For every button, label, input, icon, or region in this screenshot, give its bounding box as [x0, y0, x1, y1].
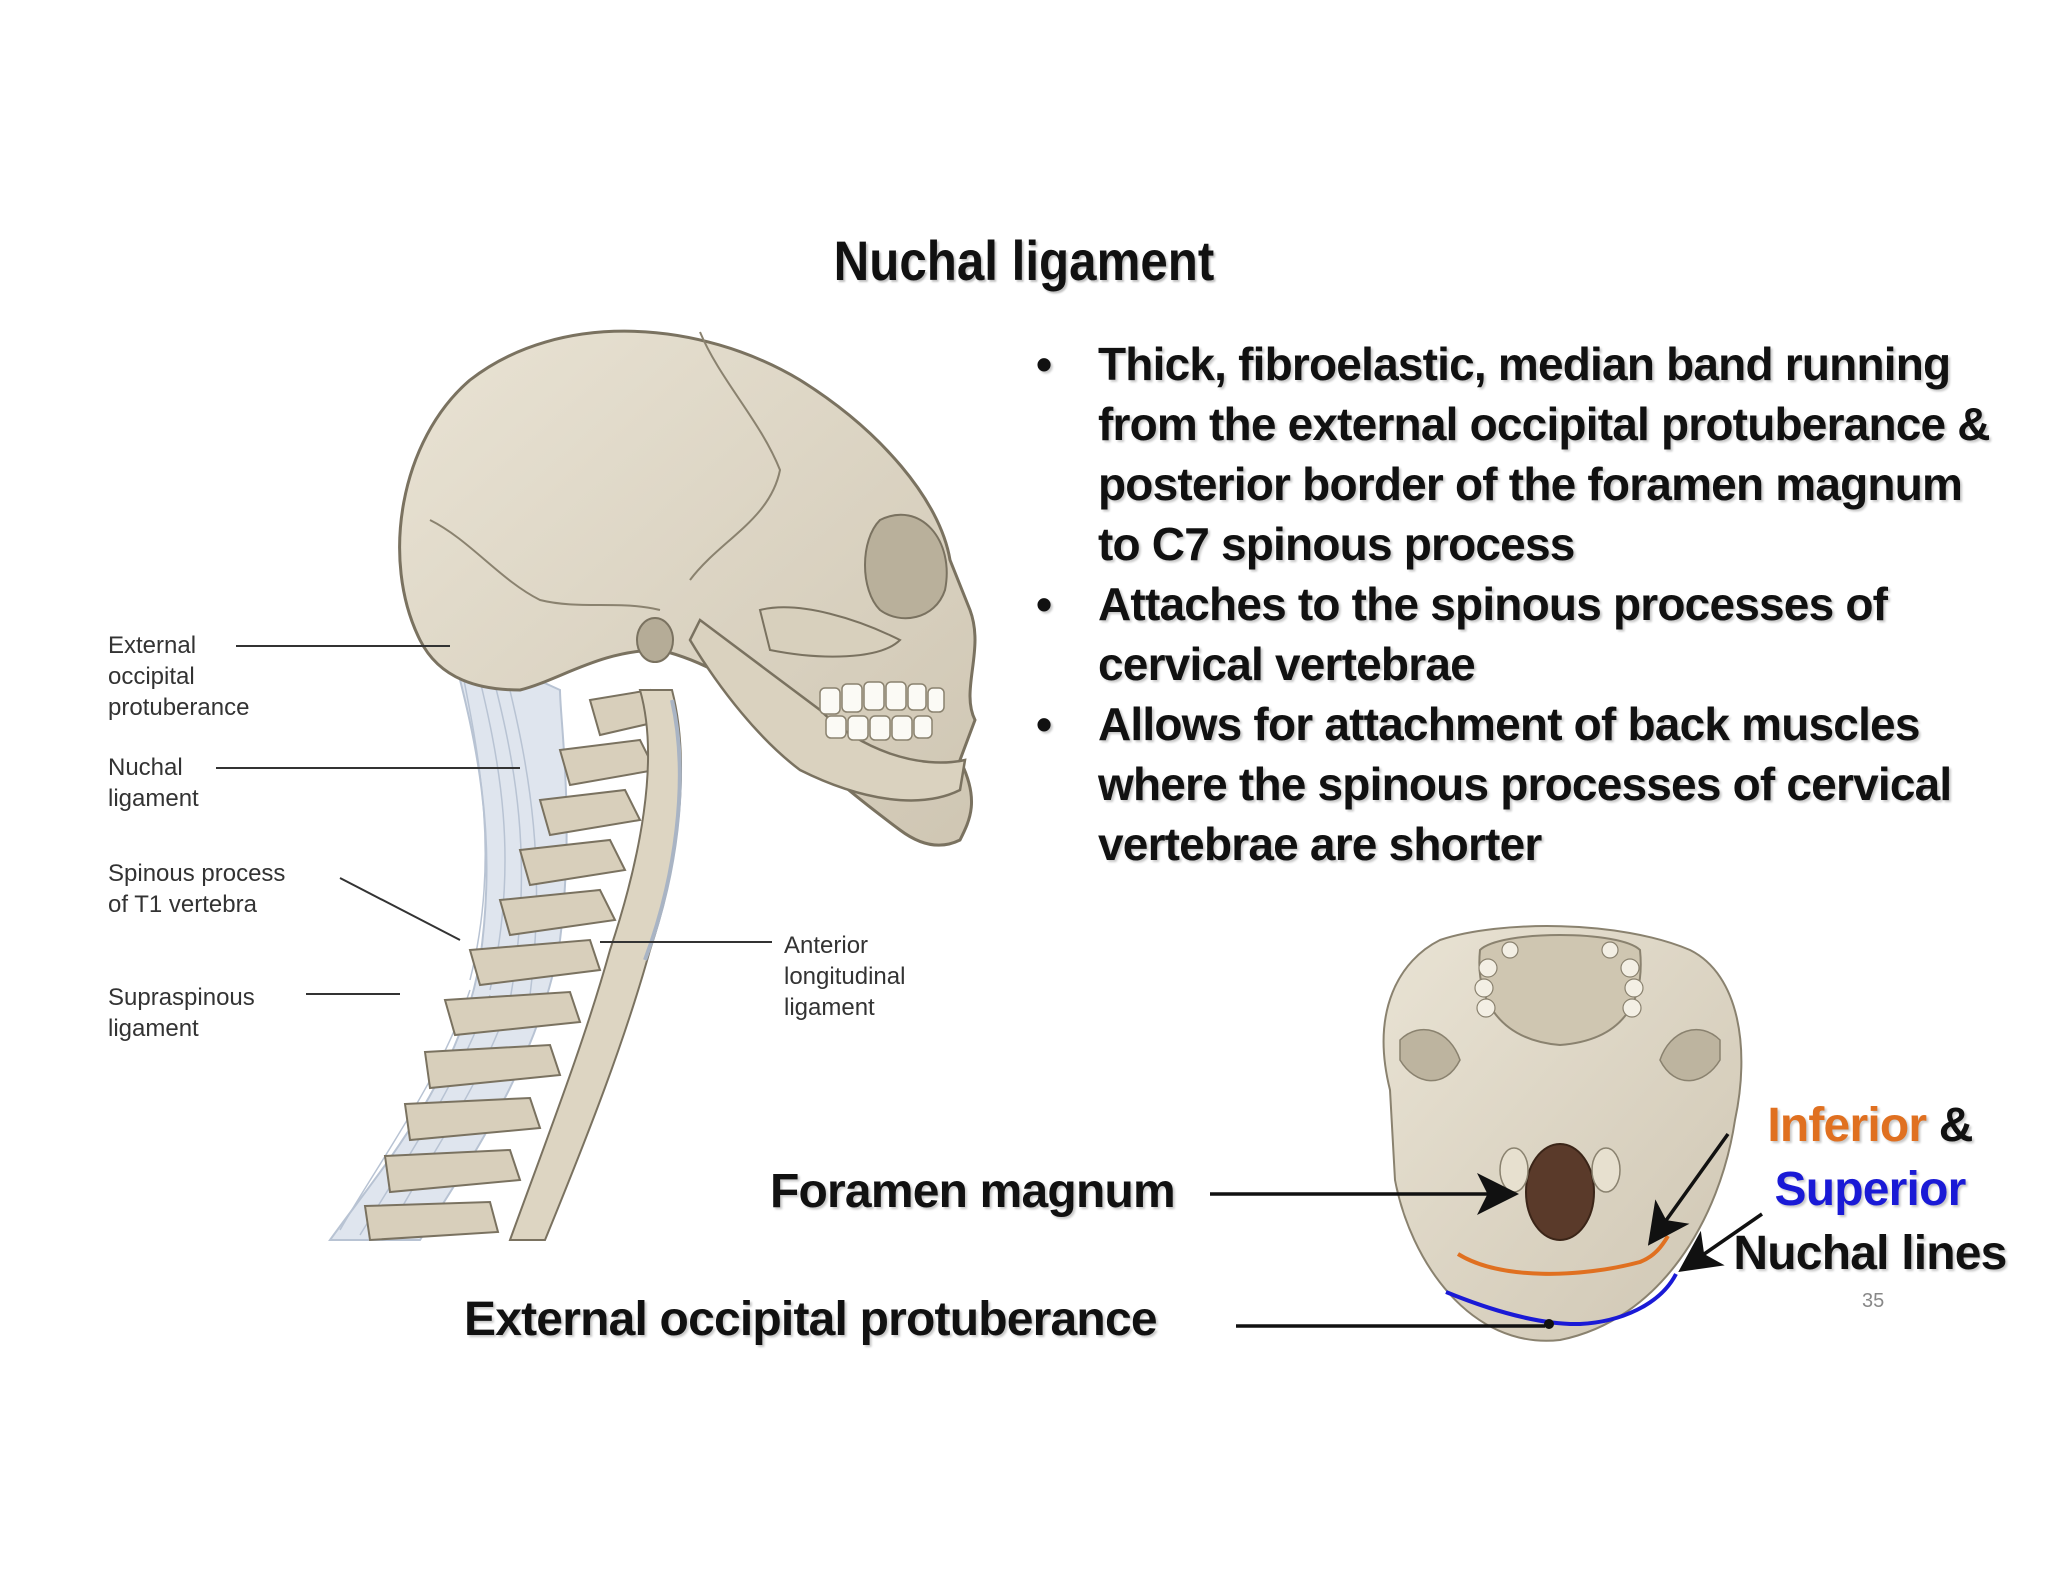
bullet-text: Thick, fibroelastic, median band running…: [1098, 338, 1991, 570]
ampersand: &: [1926, 1099, 1974, 1152]
bullet-item: • Allows for attachment of back muscles …: [1036, 694, 1996, 874]
bullet-list: • Thick, fibroelastic, median band runni…: [1036, 334, 1996, 874]
page-number: 35: [1862, 1290, 1885, 1312]
inferior-nuchal-line: [1456, 1234, 1670, 1276]
label-anterior-longitudinal-ligament: Anterior longitudinal ligament: [784, 932, 906, 1021]
inferior-word: Inferior: [1767, 1099, 1927, 1152]
nuchal-lines-row-1: Inferior &: [1700, 1094, 2040, 1158]
bullet-dot: •: [1036, 578, 1052, 630]
bullet-text: Attaches to the spinous processes of cer…: [1098, 578, 1888, 690]
label-external-occipital-protuberance: External occipital protuberance: [108, 632, 250, 721]
eop-point: [1544, 1319, 1554, 1329]
nuchal-lines-word: Nuchal lines: [1733, 1227, 2007, 1280]
superior-nuchal-line: [1445, 1273, 1678, 1327]
bullet-item: • Attaches to the spinous processes of c…: [1036, 574, 1996, 694]
lateral-figure-leader-lines: [216, 645, 772, 995]
lateral-skull-illustration: [328, 329, 977, 1242]
bullet-dot: •: [1036, 338, 1052, 390]
bullet-text: Allows for attachment of back muscles wh…: [1098, 698, 1952, 870]
nuchal-lines-label: Inferior & Superior Nuchal lines: [1700, 1094, 2040, 1286]
skull-base-arrows: [1210, 1132, 1763, 1328]
skull-base-illustration: [1382, 925, 1743, 1342]
slide-title: Nuchal ligament: [833, 229, 1215, 292]
label-spinous-process-t1: Spinous process of T1 vertebra: [108, 860, 286, 918]
bullet-item: • Thick, fibroelastic, median band runni…: [1036, 334, 1996, 574]
superior-word: Superior: [1774, 1163, 1967, 1216]
label-external-occipital-protuberance-bottom: External occipital protuberance: [464, 1293, 1158, 1346]
bullet-dot: •: [1036, 698, 1052, 750]
label-supraspinous-ligament: Supraspinous ligament: [108, 984, 255, 1042]
label-foramen-magnum: Foramen magnum: [770, 1165, 1176, 1218]
label-nuchal-ligament: Nuchal ligament: [108, 754, 199, 812]
